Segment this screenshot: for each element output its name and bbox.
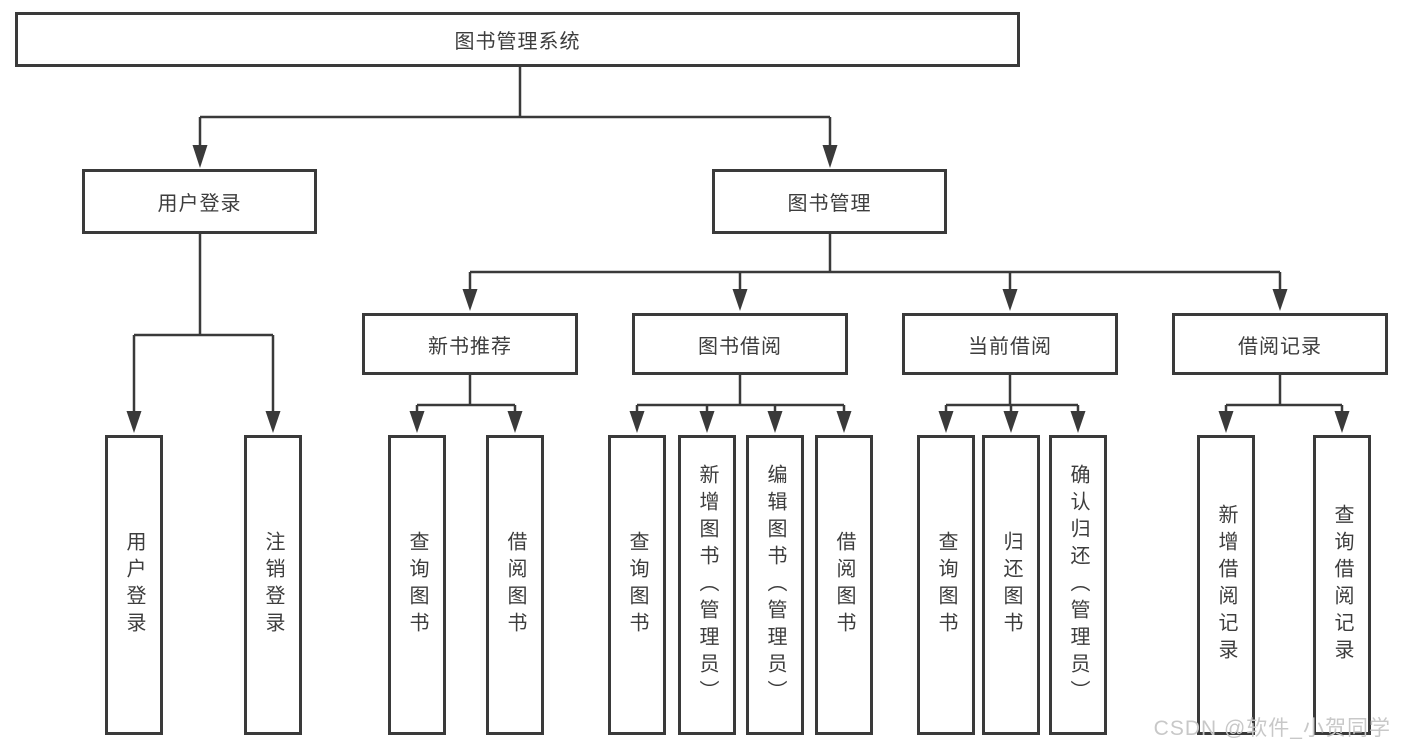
leaf-label: 用户登录: [123, 531, 145, 639]
leaf-label: 查询图书: [626, 531, 648, 639]
node-label: 新书推荐: [428, 335, 512, 358]
leaf-borrow-book: 借阅图书: [815, 435, 873, 735]
arrowheads: [126, 145, 1350, 433]
leaf-label: 借阅图书: [833, 531, 855, 639]
leaf-label: 注销登录: [262, 531, 284, 639]
node-borrow-record: 借阅记录: [1172, 313, 1388, 375]
node-label: 用户登录: [157, 193, 242, 215]
leaf-label: 新增借阅记录: [1215, 504, 1237, 666]
leaf-query-book-recommend: 查询图书: [388, 435, 446, 735]
leaf-add-borrow-record: 新增借阅记录: [1197, 435, 1255, 735]
leaf-label: 查询图书: [935, 531, 957, 639]
leaf-label: 确认归还（管理员）: [1067, 463, 1089, 707]
node-label: 借阅记录: [1238, 335, 1322, 358]
node-current-borrow: 当前借阅: [902, 313, 1118, 375]
leaf-query-book-borrow: 查询图书: [608, 435, 666, 735]
leaf-return-book: 归还图书: [982, 435, 1040, 735]
node-label: 当前借阅: [968, 335, 1052, 358]
leaf-label: 归还图书: [1000, 531, 1022, 639]
leaf-label: 查询借阅记录: [1331, 504, 1353, 666]
leaf-query-book-current: 查询图书: [917, 435, 975, 735]
leaf-confirm-return-admin: 确认归还（管理员）: [1049, 435, 1107, 735]
leaf-label: 查询图书: [406, 531, 428, 639]
leaf-label: 借阅图书: [504, 531, 526, 639]
node-library-management-system: 图书管理系统: [15, 12, 1020, 67]
node-label: 图书管理系统: [454, 31, 581, 53]
leaf-borrow-book-recommend: 借阅图书: [486, 435, 544, 735]
leaf-add-book-admin: 新增图书（管理员）: [678, 435, 736, 735]
leaf-user-login: 用户登录: [105, 435, 163, 735]
node-book-borrow: 图书借阅: [632, 313, 848, 375]
leaf-label: 编辑图书（管理员）: [764, 463, 786, 707]
node-user-login: 用户登录: [82, 169, 317, 234]
leaf-query-borrow-record: 查询借阅记录: [1313, 435, 1371, 735]
node-label: 图书借阅: [698, 335, 782, 358]
leaf-label: 新增图书（管理员）: [696, 463, 718, 707]
node-new-book-recommend: 新书推荐: [362, 313, 578, 375]
node-label: 图书管理: [787, 193, 872, 215]
leaf-edit-book-admin: 编辑图书（管理员）: [746, 435, 804, 735]
node-book-management: 图书管理: [712, 169, 947, 234]
leaf-logout-login: 注销登录: [244, 435, 302, 735]
csdn-watermark: CSDN @软件_小贺同学: [1153, 717, 1391, 740]
